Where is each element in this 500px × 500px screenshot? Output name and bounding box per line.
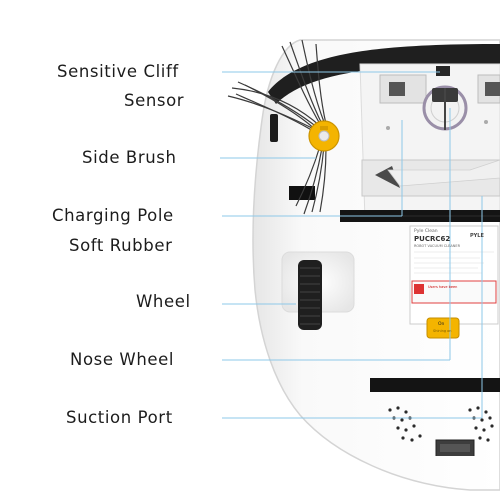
side-brush [227, 39, 340, 215]
label-sensitive-cliff: Sensitive Cliff [57, 62, 179, 81]
main-wheel [298, 260, 322, 330]
sticker-subtitle: ROBOT VACUUM CLEANER [414, 244, 460, 248]
label-nose-wheel: Nose Wheel [70, 350, 175, 369]
sticker-switch-on: On [438, 322, 445, 327]
sticker-switch-sub: Shining on [433, 329, 452, 333]
leader-lines [220, 71, 483, 419]
label-charging-pole: Charging Pole [52, 206, 174, 225]
sticker-warning: Users have been [428, 285, 458, 289]
label-wheel: Wheel [136, 292, 191, 311]
label-soft-rubber: Soft Rubber [69, 236, 173, 255]
sticker-model: PUCRC62 [414, 235, 451, 243]
label-suction-port: Suction Port [66, 408, 173, 427]
label-sensor: Sensor [124, 91, 185, 110]
spec-sticker [409, 225, 499, 325]
sticker-logo: PYLE [470, 233, 484, 239]
cliff-sensor [436, 66, 450, 76]
suction-port [370, 378, 500, 392]
sticker-brand-line: Pyle Clean [414, 229, 438, 234]
power-switch-sticker [426, 317, 460, 339]
label-side-brush: Side Brush [82, 148, 177, 167]
front-bumper [268, 44, 500, 104]
